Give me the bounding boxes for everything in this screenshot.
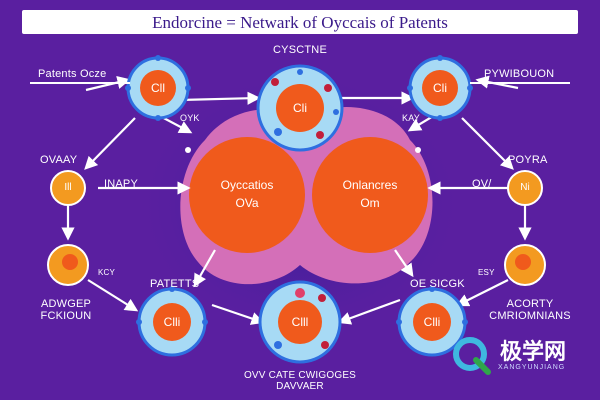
title-band: Endorcine = Netwark of Oyccais of Patent… (22, 10, 578, 34)
arrow-topleft-center (179, 91, 261, 105)
label-lower-left-mid: PATETTS (150, 278, 200, 290)
circle-text-right-mid: Ni (520, 182, 530, 193)
cell-top-center (256, 64, 344, 152)
circle-text-bottom-left: Clli (163, 315, 181, 329)
label-arrow-right-top: KAY (402, 113, 420, 123)
arrow-center-bl (193, 249, 216, 288)
label-bottom-center-2: DAVVAER (276, 381, 324, 392)
logo-mark (453, 337, 491, 375)
center-right-line1: Onlancres (342, 178, 398, 192)
circle-text-top-left: Cll (151, 81, 165, 95)
cell-left-mid (50, 170, 86, 206)
label-arrow-left-top: OYK (180, 113, 200, 123)
arrow-left-leaf (87, 279, 139, 312)
label-bottom-left-2: FCKIOUN (40, 310, 92, 322)
accent-dot (185, 147, 191, 153)
label-bottom-right-1: ACORTY (506, 298, 554, 310)
arrow-br-bc (337, 298, 401, 325)
cell-bottom-left (136, 286, 208, 357)
accent-dot (415, 147, 421, 153)
circle-text-bottom-right: Clli (423, 315, 441, 329)
watermark-logo: 极学网 XANGYUNJIANG (452, 332, 582, 376)
center-left-circle (189, 137, 305, 253)
arrow-right-leaf (455, 279, 509, 307)
label-right-mid: POYRA (508, 154, 548, 166)
arrow-topleft-leftmid (84, 117, 136, 170)
arrow-center-br (394, 249, 414, 278)
cell-bottom-right (396, 286, 468, 357)
center-right-line2: Om (360, 196, 380, 210)
center-left-line1: Oyccatios (220, 178, 274, 192)
circle-text-bottom-center: Clll (291, 315, 309, 329)
cell-top-left (125, 55, 191, 121)
rule-top-right (470, 82, 570, 84)
cell-top-right (407, 55, 473, 121)
arrow-topright-rightmid (461, 117, 514, 170)
center-right-circle (312, 137, 428, 253)
cell-left-lower (47, 244, 89, 286)
label-lower-right-mid: OE SICGK (410, 278, 465, 290)
logo-text: 极学网 (500, 340, 567, 365)
label-bottom-center-1: OVV CATE CWIGOGES (243, 370, 357, 381)
label-lower-right-small: ESY (478, 268, 495, 277)
label-top-right: PYWIBOUON (484, 68, 555, 80)
center-left-line2: OVa (235, 196, 259, 210)
circle-text-top-right: Cli (433, 81, 447, 95)
label-lower-left-small: KCY (98, 268, 116, 277)
cell-bottom-center (258, 280, 342, 364)
arrow-diag-topright (475, 75, 519, 90)
label-top-left: Patents Ocze (38, 68, 107, 80)
label-arrow-right-mid: OV/ (472, 178, 492, 190)
rule-top-left (30, 82, 130, 84)
arrow-diag-topleft (85, 76, 131, 92)
label-bottom-left-1: ADWGEP (40, 298, 92, 310)
diagram-title: Endorcine = Netwark of Oyccais of Patent… (152, 13, 448, 32)
cell-right-mid (507, 170, 543, 206)
label-top-center: CYSCTNE (273, 44, 327, 56)
label-arrow-left-mid: INAPY (104, 178, 139, 190)
label-bottom-right-2: CMRIOMNIANS (489, 310, 571, 322)
arrow-bl-bc (211, 303, 265, 325)
label-left-mid: OVAAY (40, 154, 78, 166)
circle-text-top-center: Cli (293, 101, 307, 115)
circle-text-left-mid: Ill (64, 182, 72, 193)
logo-subtext: XANGYUNJIANG (498, 364, 566, 371)
cell-right-lower (504, 244, 546, 286)
